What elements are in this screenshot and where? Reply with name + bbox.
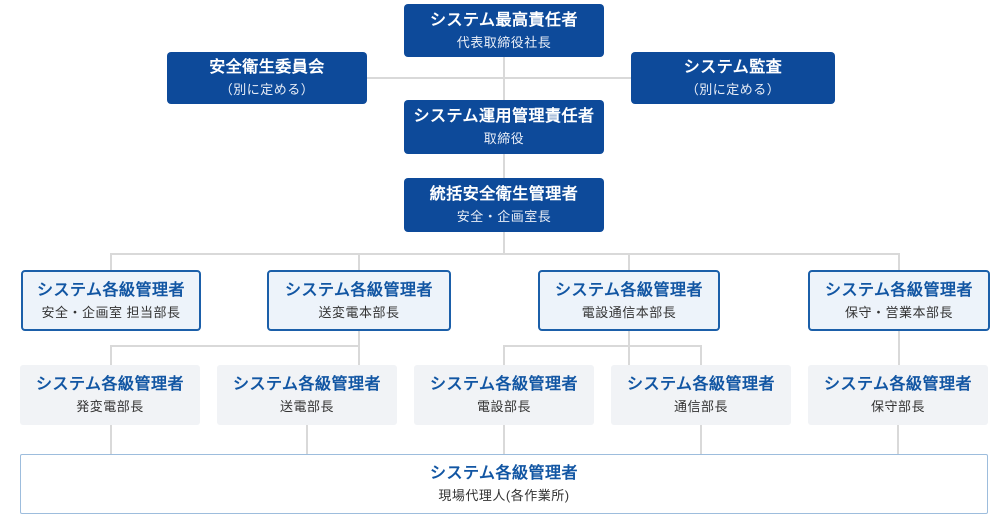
connector-line (628, 253, 630, 270)
node-title: システム監査 (683, 59, 783, 77)
connector-line (700, 425, 702, 454)
node-subtitle: （別に定める） (219, 82, 315, 98)
node-manager-electrical: システム各級管理者 電設部長 (414, 365, 594, 425)
node-general-safety-manager: 統括安全衛生管理者 安全・企画室長 (404, 178, 604, 232)
connector-line (110, 253, 112, 270)
node-title: システム各級管理者 (626, 376, 776, 394)
node-manager-communication: システム各級管理者 通信部長 (611, 365, 791, 425)
connector-line (110, 345, 112, 365)
connector-line (503, 425, 505, 454)
node-manager-transmission: システム各級管理者 送電部長 (217, 365, 397, 425)
node-subtitle: 通信部長 (673, 399, 728, 415)
node-title: システム各級管理者 (35, 376, 185, 394)
node-title: システム各級管理者 (429, 465, 579, 483)
node-manager-maintenance: システム各級管理者 保守部長 (808, 365, 988, 425)
node-title: システム各級管理者 (232, 376, 382, 394)
node-subtitle: 取締役 (483, 131, 525, 147)
connector-line (503, 345, 701, 347)
node-title: システム各級管理者 (824, 281, 974, 299)
node-site-representatives: システム各級管理者 現場代理人(各作業所) (20, 454, 988, 514)
node-subtitle: 代表取締役社長 (456, 34, 552, 50)
node-title: システム最高責任者 (429, 11, 579, 29)
connector-line (503, 154, 505, 178)
node-title: システム各級管理者 (429, 376, 579, 394)
connector-line (700, 345, 702, 365)
node-subtitle: 送変電本部長 (318, 304, 400, 320)
connector-line (358, 331, 360, 365)
connector-line (897, 425, 899, 454)
connector-line (628, 331, 630, 365)
connector-line (503, 345, 505, 365)
connector-line (358, 253, 360, 270)
connector-line (503, 232, 505, 254)
node-subtitle: （別に定める） (685, 82, 781, 98)
node-manager-electrical-comm-hq: システム各級管理者 電設通信本部長 (538, 270, 720, 331)
node-subtitle: 現場代理人(各作業所) (438, 488, 570, 504)
connector-line (898, 253, 900, 270)
node-operation-manager: システム運用管理責任者 取締役 (404, 100, 604, 154)
connector-line (306, 425, 308, 454)
connector-line (367, 77, 631, 79)
node-subtitle: 保守部長 (870, 399, 925, 415)
node-subtitle: 安全・企画室 担当部長 (41, 304, 181, 320)
node-manager-planning: システム各級管理者 安全・企画室 担当部長 (21, 270, 201, 331)
connector-line (110, 345, 360, 347)
node-title: システム各級管理者 (823, 376, 973, 394)
node-title: システム各級管理者 (554, 281, 704, 299)
node-safety-committee: 安全衛生委員会 （別に定める） (167, 52, 367, 104)
connector-line (110, 253, 900, 255)
node-title: システム各級管理者 (284, 281, 434, 299)
node-system-chief: システム最高責任者 代表取締役社長 (404, 4, 604, 57)
node-subtitle: 保守・営業本部長 (844, 304, 953, 320)
node-title: 安全衛生委員会 (209, 59, 325, 77)
connector-line (898, 331, 900, 365)
node-manager-maintenance-sales-hq: システム各級管理者 保守・営業本部長 (808, 270, 990, 331)
node-title: 統括安全衛生管理者 (429, 186, 579, 204)
node-subtitle: 電設部長 (476, 399, 531, 415)
node-system-audit: システム監査 （別に定める） (631, 52, 835, 104)
node-title: システム各級管理者 (36, 281, 186, 299)
node-manager-power-generation: システム各級管理者 発変電部長 (20, 365, 200, 425)
node-manager-transmission-hq: システム各級管理者 送変電本部長 (267, 270, 451, 331)
node-subtitle: 発変電部長 (76, 399, 144, 415)
node-subtitle: 安全・企画室長 (456, 209, 552, 225)
node-subtitle: 電設通信本部長 (581, 304, 677, 320)
node-subtitle: 送電部長 (279, 399, 334, 415)
connector-line (110, 425, 112, 454)
node-title: システム運用管理責任者 (413, 108, 595, 126)
